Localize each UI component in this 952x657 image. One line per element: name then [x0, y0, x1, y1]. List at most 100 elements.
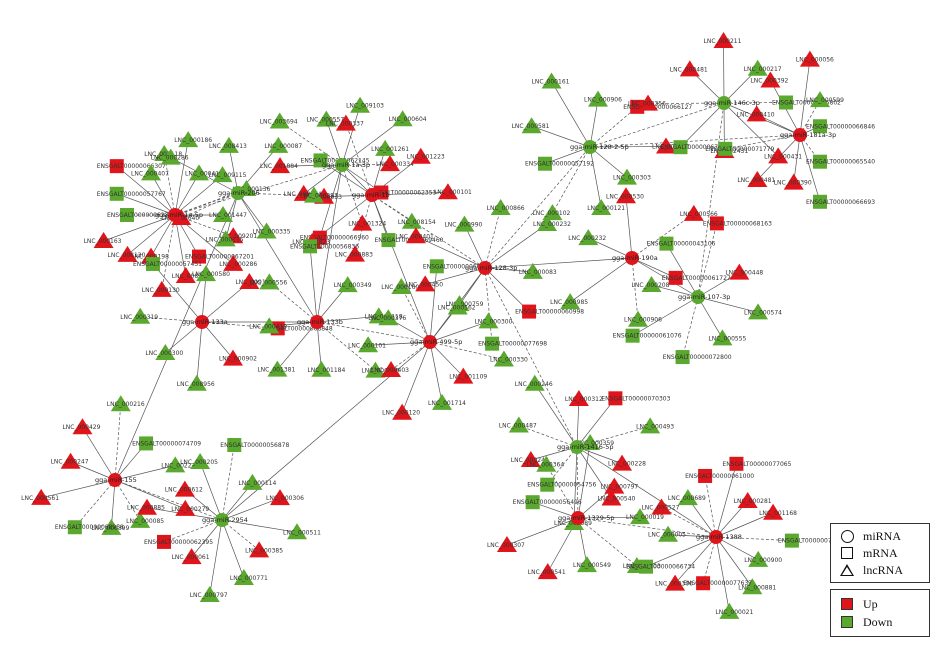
network-edge: [237, 192, 267, 232]
network-edge: [697, 296, 723, 339]
network-edge: [725, 134, 801, 150]
lncrna-node: [270, 157, 291, 174]
network-edge: [174, 214, 187, 277]
node-label: LNC_002213: [161, 462, 199, 469]
node-label: ENSGALT00000066693: [806, 199, 875, 206]
node-label: ENSGALT00000077065: [722, 461, 791, 468]
network-edge: [715, 536, 753, 588]
network-edge: [221, 444, 235, 521]
network-edge: [552, 146, 591, 214]
lncrna-node: [508, 416, 529, 433]
lncrna-node: [155, 343, 176, 360]
network-edge: [799, 59, 811, 136]
lncrna-node: [218, 136, 239, 153]
mrna-node: [625, 328, 640, 343]
network-edge: [201, 274, 207, 323]
network-edge: [152, 263, 203, 323]
network-edge: [668, 534, 717, 538]
lncrna-node: [679, 60, 700, 77]
network-edge: [651, 284, 699, 298]
node-label: LNC_000389: [554, 520, 592, 527]
lncrna-node: [165, 456, 186, 473]
node-label: ENSGALT00000061076: [613, 333, 682, 340]
mrna-node: [729, 456, 744, 471]
node-label: LNC_000759: [445, 301, 483, 308]
lncrna-node: [249, 541, 270, 558]
network-edge: [309, 246, 318, 323]
network-edge: [576, 446, 717, 538]
mrna-node: [659, 236, 674, 251]
network-edge: [150, 214, 176, 257]
lncrna-node: [392, 110, 413, 127]
lncrna-node: [352, 214, 373, 231]
mirna-node: [691, 290, 705, 304]
lncrna-node: [742, 578, 763, 595]
network-edge: [631, 257, 639, 320]
node-label: LNC_001184: [307, 367, 345, 374]
mirna-node: [625, 251, 639, 265]
lncrna-node: [60, 452, 81, 469]
mrna-node: [109, 186, 124, 201]
mrna-node: [538, 156, 553, 171]
node-label: LNC_000337: [326, 121, 364, 128]
node-label: LNC_000061: [172, 554, 210, 561]
node-label: ENSGALT00000077637: [683, 580, 752, 587]
node-label: ENSGALT00000068848: [264, 325, 333, 332]
mirna-label: gga-miR-499-5p: [410, 338, 462, 346]
mirna-label: gga-miR-190a: [612, 254, 658, 262]
node-label: LNC_000906: [624, 317, 662, 324]
node-label: LNC_009138: [235, 279, 273, 286]
network-edge: [631, 257, 699, 298]
network-edge: [589, 99, 599, 148]
node-label: LNC_000228: [608, 461, 646, 468]
lncrna-node: [378, 309, 399, 326]
node-label: LNC_000612: [165, 487, 203, 494]
network-edge: [316, 315, 379, 323]
lncrna-node: [748, 550, 769, 567]
mrna-node: [192, 249, 206, 264]
node-label: LNC_000392: [750, 78, 788, 85]
lncrna-node: [746, 105, 767, 122]
node-label: LNC_000349: [334, 282, 372, 289]
network-edge: [674, 536, 717, 584]
network-edge: [715, 536, 759, 561]
mirna-node: [168, 208, 182, 222]
lncrna-node: [616, 187, 637, 204]
lncrna-node: [747, 170, 768, 187]
node-label: LNC_000297: [300, 193, 338, 200]
node-label: ENSGALT00000054756: [527, 482, 596, 489]
network-edge: [199, 461, 223, 521]
node-label: ENSGALT00000062145: [301, 157, 370, 164]
node-label: LNC_000186: [174, 137, 212, 144]
network-edge: [573, 446, 578, 523]
network-edge: [345, 123, 373, 196]
down-swatch: [841, 616, 853, 628]
legend-item-mirna: miRNA: [839, 528, 901, 544]
lncrna-node: [612, 454, 633, 471]
lncrna-node: [392, 403, 413, 420]
lncrna-node: [454, 215, 475, 232]
node-label: LNC_000087: [264, 143, 302, 150]
lncrna-node: [747, 59, 768, 76]
node-label: LNC_000530: [361, 368, 399, 375]
node-type-legend: miRNA mRNA lncRNA: [830, 523, 930, 583]
network-edge: [429, 341, 443, 403]
lncrna-node: [215, 230, 236, 247]
network-edge: [225, 192, 239, 240]
network-edge: [82, 427, 116, 481]
network-edge: [530, 446, 578, 461]
lncrna-node: [350, 96, 371, 113]
node-label: ENSGALT00000056878: [220, 442, 289, 449]
lncrna-node: [580, 433, 601, 450]
mirna-label: gga-miR-2954: [202, 516, 248, 524]
network-edge: [576, 446, 579, 519]
node-label: LNC_000083: [519, 269, 557, 276]
network-edge: [484, 267, 533, 273]
mirna-label: gga-miR-1a-5p: [155, 211, 203, 219]
node-label: ENSGALT00000060998: [515, 309, 584, 316]
lncrna-node: [655, 137, 676, 154]
lncrna-node: [151, 280, 172, 297]
lncrna-node: [729, 263, 750, 280]
network-edge: [576, 446, 612, 499]
network-edge: [589, 146, 602, 209]
